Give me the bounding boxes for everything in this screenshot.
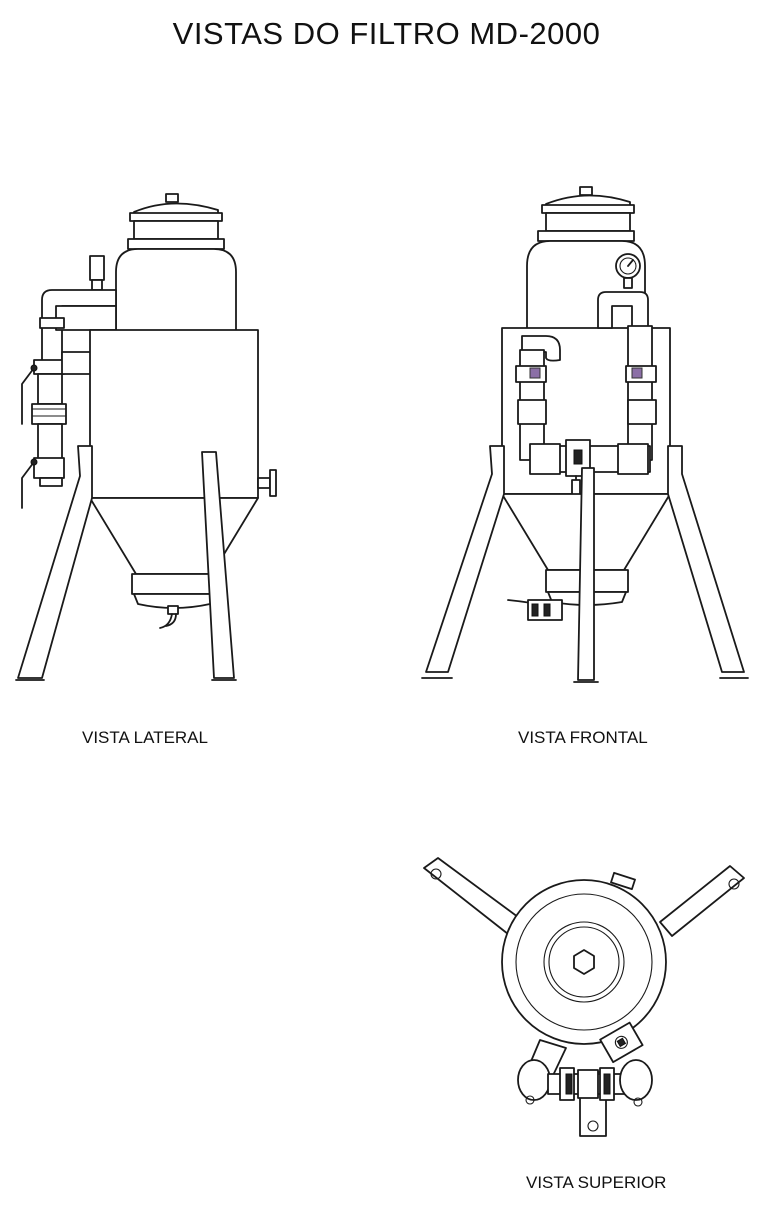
top-hex-nut-icon xyxy=(574,950,594,974)
side-bottom-drain xyxy=(132,574,216,628)
front-lid xyxy=(538,187,634,241)
side-upper-vessel xyxy=(116,249,236,330)
caption-front-view: VISTA FRONTAL xyxy=(518,728,648,747)
top-piping xyxy=(518,1040,652,1106)
top-outlet-tab xyxy=(611,873,635,889)
front-valve-markers xyxy=(530,368,642,464)
caption-top-view: VISTA SUPERIOR xyxy=(526,1173,667,1192)
side-legs xyxy=(16,446,236,680)
front-pressure-gauge-icon xyxy=(616,254,640,288)
top-vessel-outline xyxy=(502,880,666,1044)
side-relief-valve xyxy=(90,256,104,290)
side-outlet-valve xyxy=(258,470,276,496)
front-legs xyxy=(422,446,748,682)
page-title: VISTAS DO FILTRO MD-2000 xyxy=(172,16,601,51)
caption-side-view: VISTA LATERAL xyxy=(82,728,208,747)
side-valve-handles xyxy=(22,365,37,508)
side-main-body xyxy=(90,330,258,498)
side-piping xyxy=(32,290,116,486)
top-gauge-block xyxy=(600,1023,642,1063)
